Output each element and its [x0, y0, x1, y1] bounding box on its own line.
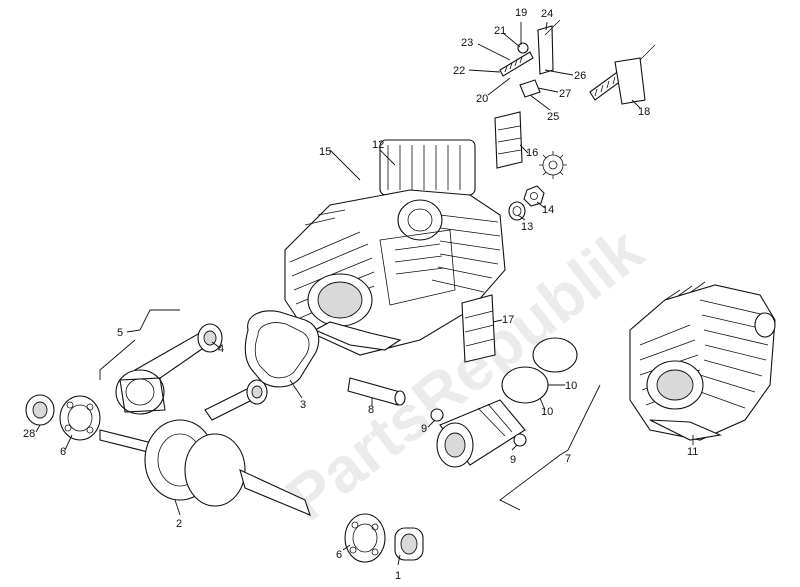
bearing-left-illustration [59, 395, 101, 441]
seal-28-illustration [25, 394, 55, 426]
callout-28: 28 [23, 428, 35, 440]
callout-2: 2 [176, 518, 182, 530]
gear-icon [539, 151, 567, 179]
callout-3: 3 [300, 399, 306, 411]
callout-11: 11 [687, 446, 698, 458]
callout-1: 1 [395, 570, 401, 582]
valve-parts-illustration [499, 19, 561, 98]
callout-13: 13 [521, 221, 533, 233]
callout-17: 17 [502, 314, 514, 326]
crankshaft-illustration [99, 379, 311, 516]
callout-6-left: 6 [60, 446, 66, 458]
washer-13-illustration [508, 201, 526, 221]
callout-10-lower: 10 [541, 406, 553, 418]
callout-19: 19 [515, 7, 527, 19]
callout-6-bottom: 6 [336, 549, 342, 561]
callout-7: 7 [565, 453, 571, 465]
piston-illustration [436, 399, 526, 468]
callout-4: 4 [218, 343, 224, 355]
callout-16: 16 [526, 147, 538, 159]
seal-1-illustration [394, 527, 424, 561]
callout-22: 22 [453, 65, 465, 77]
callout-14: 14 [542, 204, 554, 216]
callout-24: 24 [541, 8, 553, 20]
callout-9-left: 9 [421, 423, 427, 435]
callout-27: 27 [559, 88, 571, 100]
connecting-rod-illustration [115, 323, 223, 415]
callout-21: 21 [494, 25, 506, 37]
callout-20: 20 [476, 93, 488, 105]
leader-lines [35, 21, 694, 566]
valve-18-illustration [589, 44, 656, 105]
gasket-illustration [244, 310, 320, 388]
callout-12: 12 [372, 139, 384, 151]
nut-14-illustration [523, 185, 545, 207]
cylinder-assembly-illustration [284, 139, 506, 356]
piston-pin-illustration [347, 377, 406, 406]
reed-17-illustration [461, 294, 496, 363]
callout-23: 23 [461, 37, 473, 49]
callout-26: 26 [574, 70, 586, 82]
callout-9-right: 9 [510, 454, 516, 466]
callout-5: 5 [117, 327, 123, 339]
callout-8: 8 [368, 404, 374, 416]
callout-18: 18 [638, 106, 650, 118]
cylinder-11-illustration [629, 281, 776, 441]
callout-15: 15 [319, 146, 331, 158]
callout-10-upper: 10 [565, 380, 577, 392]
reed-16-illustration [494, 111, 523, 169]
bearing-bottom-illustration [344, 513, 386, 563]
piston-rings-illustration [501, 337, 578, 404]
circlip-illustration [430, 408, 527, 447]
callout-25: 25 [547, 111, 559, 123]
callout-labels: 1 2 3 4 5 6 6 7 8 9 9 10 10 11 12 13 14 … [23, 7, 698, 582]
